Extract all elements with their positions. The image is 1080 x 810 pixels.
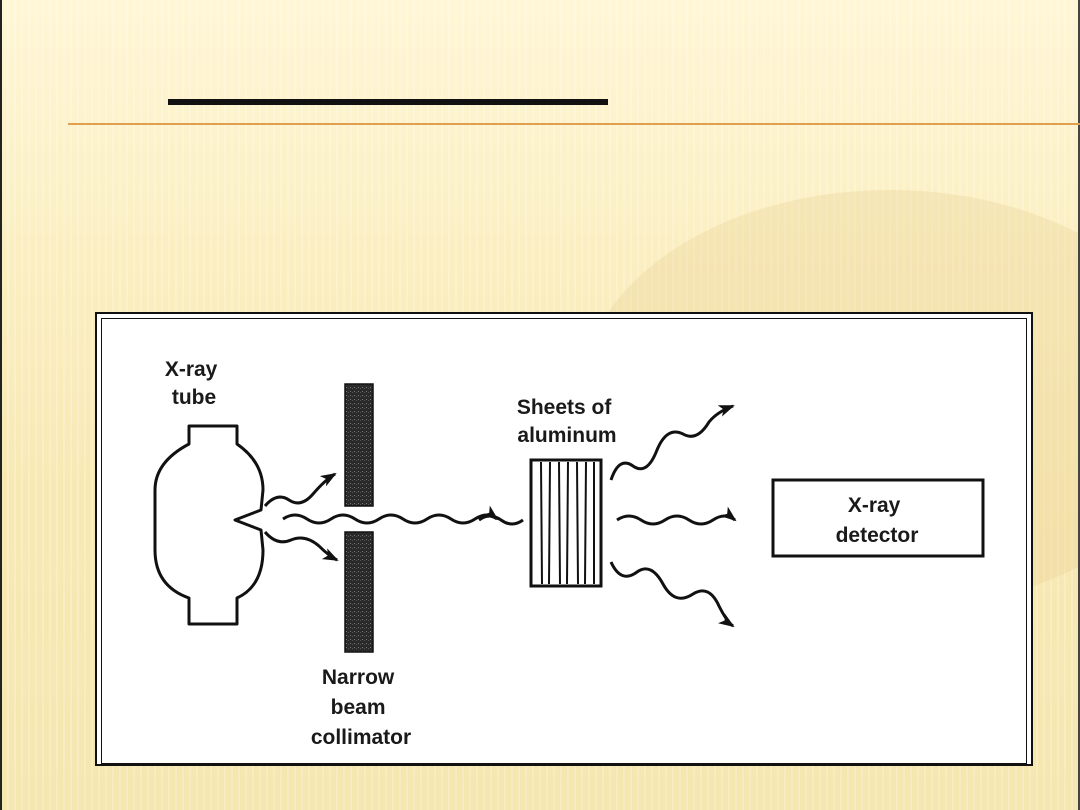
figure-inner-border [101, 318, 1027, 764]
collimator-label-line2: beam [331, 696, 386, 719]
ray-scattered-up [609, 404, 735, 481]
aluminum-sheet-lines [540, 461, 595, 585]
xray-detector-box [771, 478, 985, 558]
collimator-label-line3: collimator [311, 726, 411, 749]
ray-down-blocked [263, 530, 339, 562]
xray-tube-label-line1: X-ray [165, 358, 218, 381]
collimator-label-line1: Narrow [322, 666, 395, 689]
figure-frame: X-ray tube Narrow beam collimator Sheets… [95, 312, 1033, 766]
collimator-upper-bar [344, 383, 374, 507]
xray-detector-label-line2: detector [836, 524, 919, 547]
ray-central-beam [282, 505, 499, 525]
ray-approach-aluminum [478, 514, 524, 526]
ray-scattered-down [609, 561, 735, 628]
collimator-label: Narrow beam collimator [311, 666, 411, 749]
title-underline [168, 99, 608, 105]
xray-tube-label-line2: tube [172, 386, 216, 409]
header-rule [68, 123, 1080, 125]
aluminum-label: Sheets of aluminum [517, 396, 617, 447]
aluminum-label-line2: aluminum [517, 424, 616, 447]
collimator-lower-bar [344, 531, 374, 653]
ray-transmitted [616, 506, 737, 526]
xray-tube-body [153, 424, 265, 626]
xray-detector-label: X-ray detector [836, 494, 919, 547]
xray-detector-label-line1: X-ray [848, 494, 901, 517]
xray-tube-label: X-ray tube [165, 358, 223, 409]
aluminum-label-line1: Sheets of [517, 396, 613, 419]
ray-up-blocked [263, 472, 337, 508]
xray-attenuation-diagram: X-ray tube Narrow beam collimator Sheets… [153, 358, 985, 749]
